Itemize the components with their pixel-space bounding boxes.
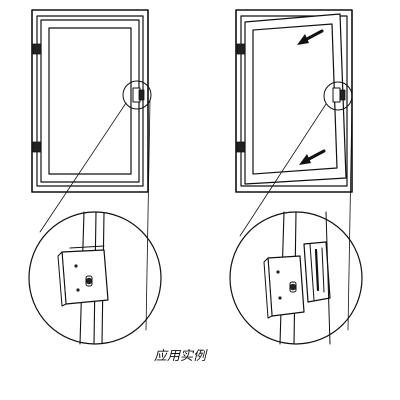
left-magnifier-small-circle [122,80,152,110]
left-guide-line-1 [39,102,127,233]
right-door-leaf [244,13,347,185]
left-hinge-top [32,43,42,55]
right-direction-arrow-bottom-icon [299,149,326,165]
right-guide-line-1 [239,103,327,237]
right-lock-icon [332,87,346,103]
right-guide-line-2 [347,99,353,331]
right-magnifier-small-circle [323,81,353,111]
right-hinge-bottom [236,141,246,153]
right-door-glass [252,23,338,175]
right-direction-arrow-top-icon [297,29,324,45]
figure-caption: 应用实例 [154,348,208,364]
left-magnifier-large-circle [28,211,162,345]
left-outer-frame [31,9,149,193]
right-hinge-top [236,43,246,55]
right-frame-inner-line [240,15,348,187]
right-panel [229,9,363,345]
left-guide-line-2 [145,99,151,331]
left-frame-inner-line [36,15,144,187]
left-panel [28,9,162,345]
left-magnified-detail [57,211,109,345]
left-door-glass [48,27,132,175]
left-hinge-bottom [32,141,42,153]
left-lock-icon [132,87,145,103]
right-magnified-detail [263,211,331,345]
